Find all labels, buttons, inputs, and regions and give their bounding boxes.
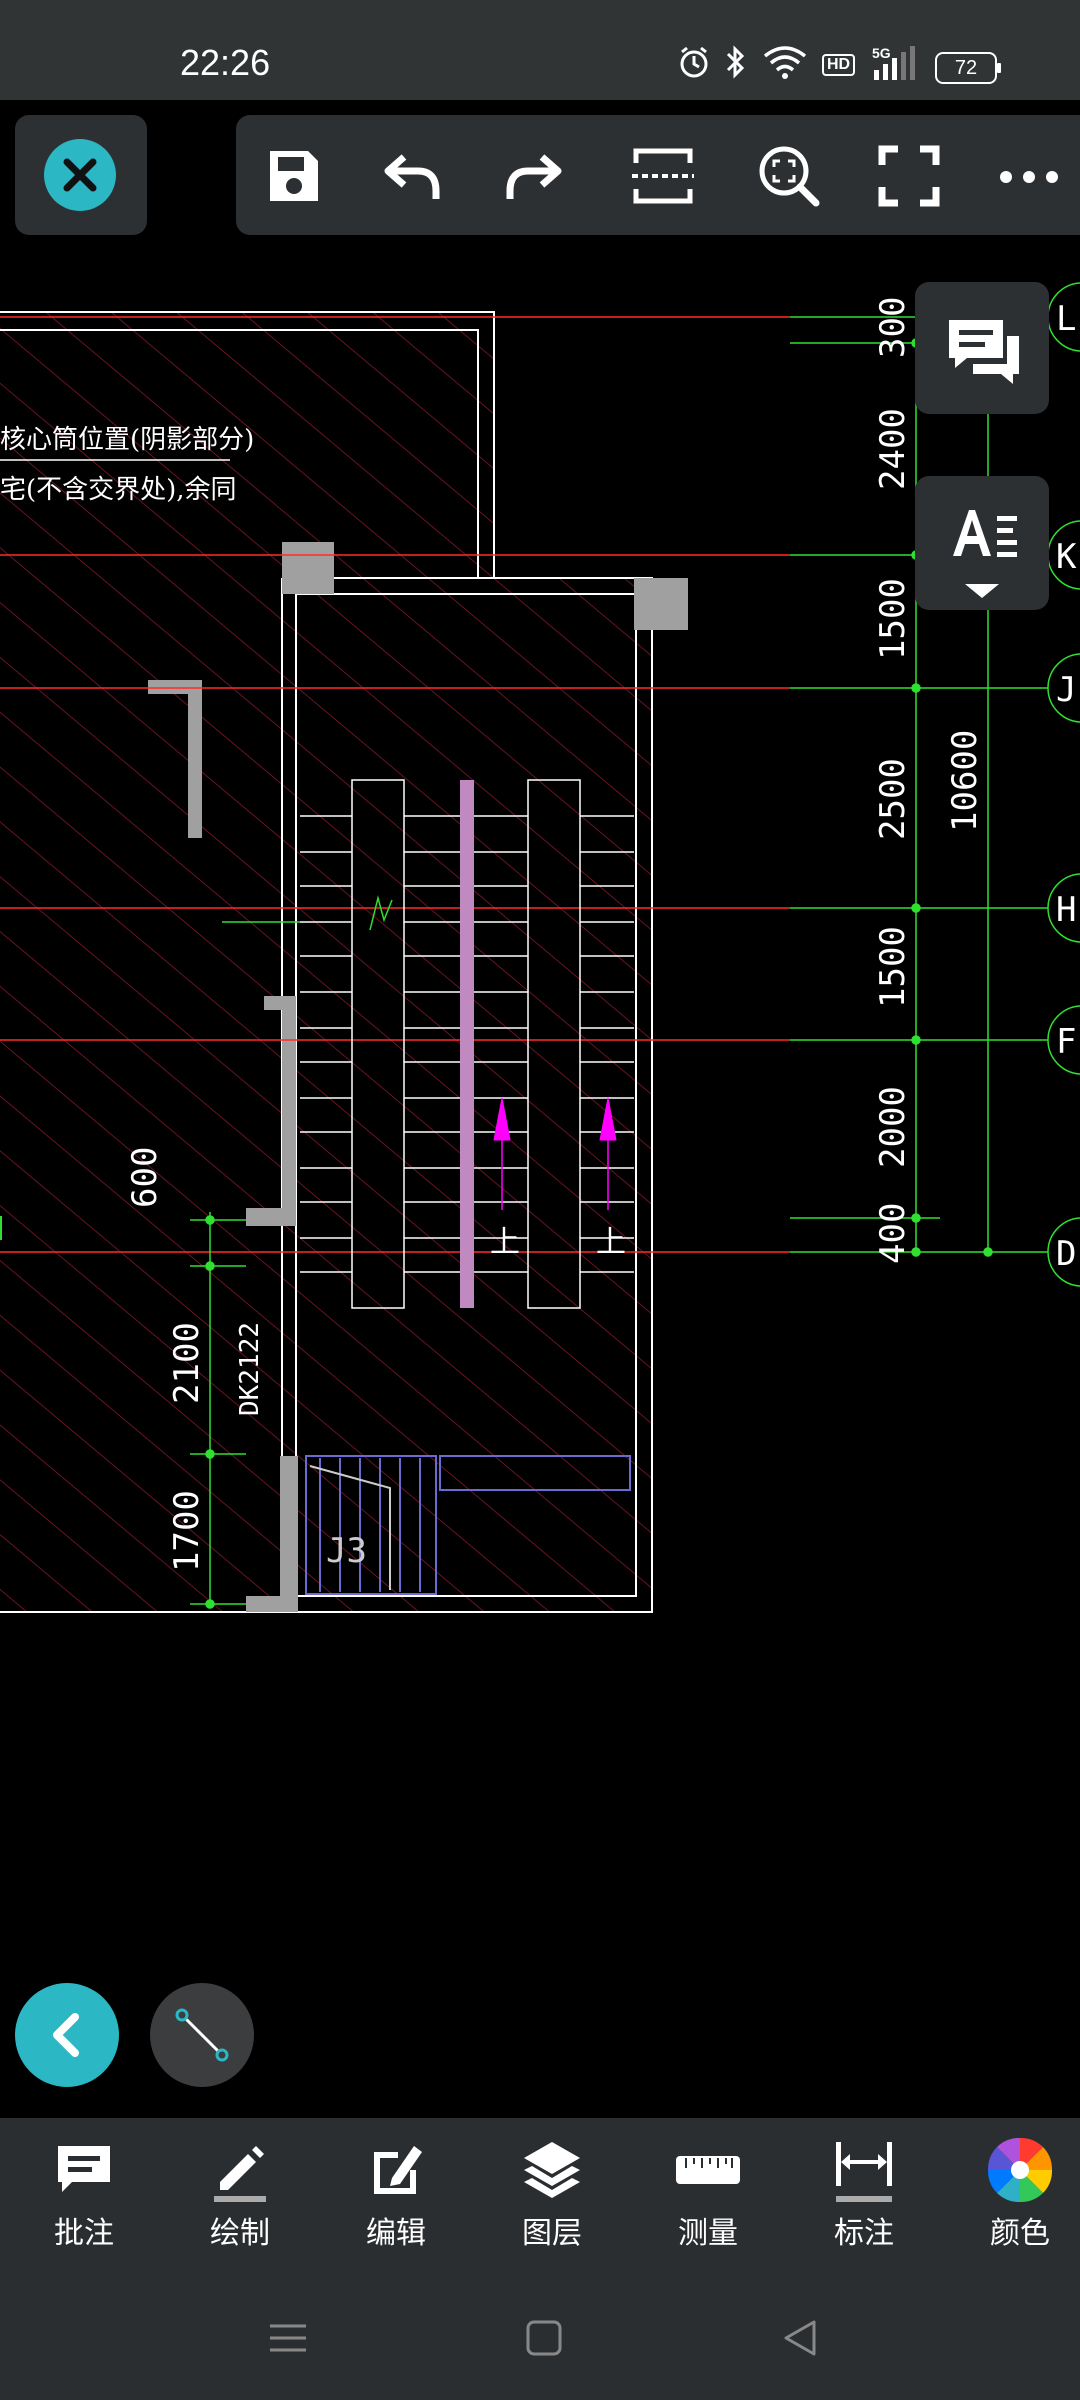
dim-300: 300 (873, 297, 913, 358)
columns (148, 542, 688, 1612)
close-panel (15, 115, 147, 235)
measure-line-icon (175, 2008, 229, 2062)
status-time: 22:26 (180, 42, 271, 83)
tool-measure-label: 测量 (678, 2216, 738, 2251)
tool-measure[interactable]: 测量 (648, 2138, 768, 2278)
close-icon (63, 158, 97, 192)
cad-drawing-canvas[interactable]: 上 上 J3 核心筒位置(阴影部分) 宅(不含交界处),余同 600 2100 … (0, 250, 1080, 2110)
shaft-label: J3 (326, 1531, 367, 1571)
dim-total-10600: 10600 (945, 730, 985, 832)
dim-400: 400 (873, 1203, 913, 1264)
fullscreen-button[interactable] (874, 141, 944, 211)
shaft-j3 (305, 1455, 631, 1595)
text-list-button[interactable] (915, 476, 1049, 610)
back-fab-button[interactable] (15, 1983, 119, 2087)
tool-layers[interactable]: 图层 (492, 2138, 612, 2278)
axis-label-h: H (1056, 890, 1076, 930)
tool-edit-label: 编辑 (366, 2216, 426, 2251)
home-icon[interactable] (524, 2318, 564, 2362)
save-button[interactable] (258, 141, 328, 211)
more-icon (1000, 171, 1058, 183)
annotation-icon (58, 2146, 110, 2192)
tool-color-label: 颜色 (990, 2216, 1050, 2251)
redo-button[interactable] (498, 141, 568, 211)
signal-5g-icon: 5G (872, 44, 918, 86)
bottom-toolbar: 批注 绘制 编辑 图层 测量 标注 颜色 (0, 2118, 1080, 2288)
dim-2500: 2500 (873, 758, 913, 840)
tool-edit[interactable]: 编辑 (336, 2138, 456, 2278)
svg-text:5G: 5G (872, 45, 891, 61)
tool-dimension[interactable]: 标注 (804, 2138, 924, 2278)
tool-dimension-label: 标注 (834, 2216, 894, 2251)
axis-label-k: K (1056, 537, 1077, 577)
tool-color[interactable]: 颜色 (960, 2138, 1080, 2278)
axis-label-d: D (1056, 1234, 1076, 1274)
wifi-icon (762, 44, 808, 84)
dim-2100: 2100 (167, 1322, 207, 1404)
back-nav-icon[interactable] (780, 2318, 820, 2362)
fullscreen-icon (878, 145, 940, 207)
note-core-position: 核心筒位置(阴影部分) (0, 425, 254, 455)
staircase (222, 779, 634, 1309)
dim-600: 600 (125, 1147, 165, 1208)
stair-up-label-2: 上 (596, 1225, 626, 1260)
menu-icon[interactable] (268, 2318, 308, 2362)
tool-annotation[interactable]: 批注 (24, 2138, 144, 2278)
red-grid-lines (0, 316, 790, 1253)
axis-label-j: J (1056, 670, 1076, 710)
dim-2400: 2400 (873, 408, 913, 490)
ruler-icon (676, 2156, 740, 2184)
axis-bubbles (1047, 282, 1080, 1287)
measure-line-button[interactable] (150, 1983, 254, 2087)
battery-icon: 72 (935, 52, 1001, 84)
layers-icon (524, 2142, 580, 2198)
dim-1700: 1700 (167, 1490, 207, 1572)
comment-button[interactable] (915, 282, 1049, 414)
bluetooth-icon (722, 44, 750, 84)
text-list-icon (953, 510, 1017, 598)
comment-icon (949, 320, 1019, 384)
status-bar: 22:26 HD 5G 72 (0, 0, 1080, 100)
dim-1500-a: 1500 (873, 578, 913, 660)
zoom-window-icon (759, 146, 820, 207)
stair-wall (460, 780, 474, 1308)
note-residence: 宅(不含交界处),余同 (0, 475, 237, 505)
pencil-icon (214, 2146, 266, 2202)
undo-button[interactable] (378, 141, 448, 211)
tool-layers-label: 图层 (522, 2216, 582, 2251)
stair-up-label-1: 上 (490, 1225, 520, 1260)
color-wheel-icon (988, 2138, 1052, 2202)
hd-icon: HD (822, 54, 856, 76)
door-label: DK2122 (235, 1322, 265, 1416)
back-icon (53, 2013, 79, 2057)
core-shadow-hatch (0, 312, 652, 1612)
redo-icon (506, 154, 562, 199)
dim-2000: 2000 (873, 1086, 913, 1168)
left-dimensions (0, 1212, 246, 1609)
dim-1500-b: 1500 (873, 926, 913, 1008)
edit-icon (374, 2146, 422, 2194)
save-icon (270, 151, 318, 201)
axis-label-l: L (1056, 299, 1076, 339)
tool-draw[interactable]: 绘制 (180, 2138, 300, 2278)
tool-draw-label: 绘制 (210, 2216, 270, 2251)
right-dimensions (790, 316, 1080, 1257)
navigation-bar (0, 2288, 1080, 2400)
dimension-icon (836, 2142, 892, 2202)
stair-arrows (493, 1097, 617, 1210)
zoom-window-button[interactable] (754, 141, 824, 211)
alarm-icon (676, 44, 712, 84)
undo-icon (384, 154, 440, 199)
crop-icon (632, 148, 694, 204)
close-button[interactable] (44, 139, 116, 211)
axis-label-f: F (1056, 1022, 1076, 1062)
crop-button[interactable] (628, 141, 698, 211)
tool-annotation-label: 批注 (54, 2216, 114, 2251)
more-button[interactable] (994, 141, 1064, 211)
top-toolbar (236, 115, 1080, 235)
